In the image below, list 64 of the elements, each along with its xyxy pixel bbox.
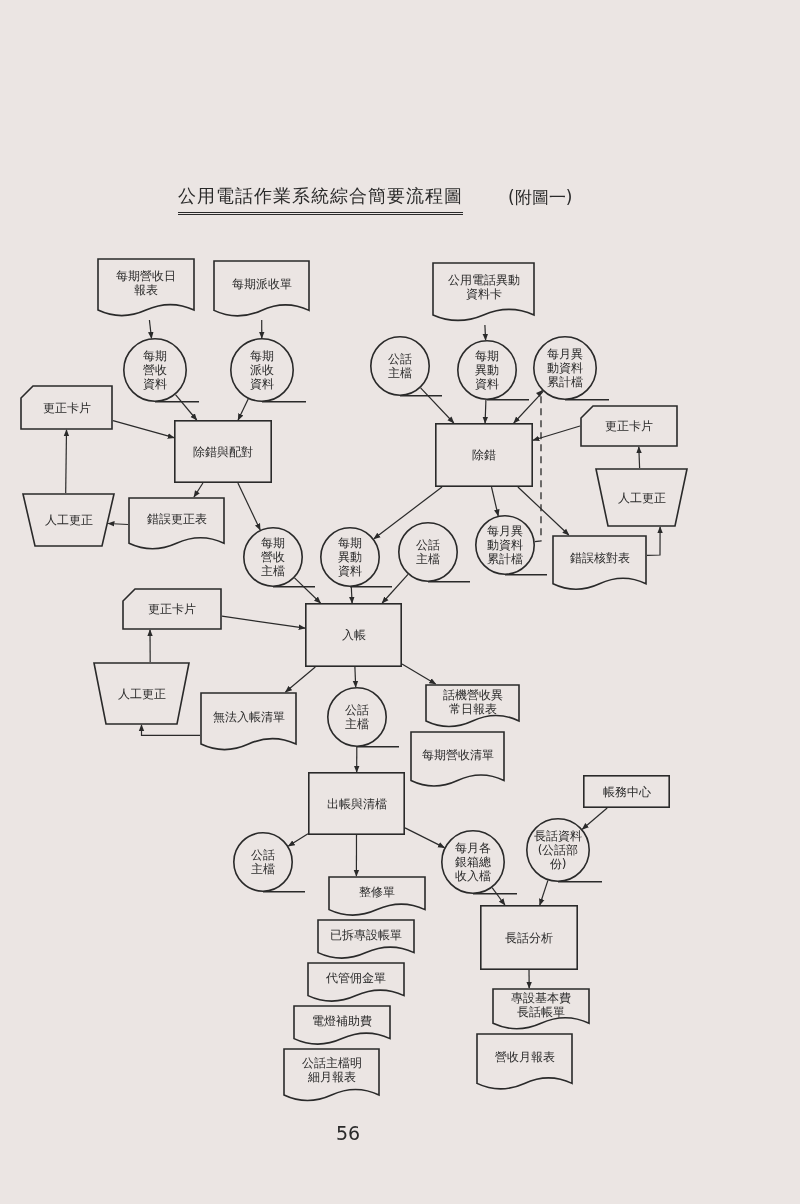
process-box: 除錯 — [435, 423, 533, 487]
page-number: 56 — [336, 1122, 361, 1144]
document-symbol: 電燈補助費 — [293, 1005, 391, 1045]
arrow — [353, 834, 360, 877]
title: 公用電話作業系統綜合簡要流程圖 — [178, 184, 463, 215]
document-symbol: 營收月報表 — [476, 1033, 573, 1093]
dashed-arrow — [534, 389, 544, 543]
arrow — [287, 833, 309, 847]
arrow — [63, 429, 70, 494]
arrow — [193, 482, 204, 498]
document-symbol: 公話主檔明細月報表 — [283, 1048, 380, 1104]
figure-number: (附圖一) — [508, 186, 573, 209]
arrow — [491, 887, 506, 906]
document-symbol: 錯誤更正表 — [128, 497, 225, 552]
manual-operation-symbol: 人工更正 — [595, 468, 688, 527]
arrow — [174, 394, 198, 421]
manual-operation-symbol: 人工更正 — [93, 662, 190, 725]
process-box: 入帳 — [305, 603, 402, 667]
arrow — [532, 425, 581, 442]
punched-card-symbol: 更正卡片 — [580, 405, 678, 447]
arrow — [147, 629, 153, 663]
arrow — [258, 319, 265, 339]
manual-operation-symbol: 人工更正 — [22, 493, 115, 547]
process-box: 帳務中心 — [583, 775, 670, 808]
punched-card-symbol: 更正卡片 — [20, 385, 113, 430]
arrow — [112, 420, 175, 439]
document-symbol: 錯誤核對表 — [552, 535, 647, 593]
arrow — [636, 446, 642, 469]
arrow — [237, 398, 249, 421]
arrow — [373, 486, 443, 540]
arrow — [237, 482, 261, 531]
arrow — [148, 319, 154, 339]
arrow — [513, 390, 544, 424]
arrow — [284, 666, 316, 693]
arrow — [353, 746, 360, 773]
arrow — [107, 521, 129, 527]
process-box: 除錯與配對 — [174, 420, 272, 483]
arrow — [221, 615, 306, 630]
document-symbol: 整修單 — [328, 876, 426, 916]
arrow — [138, 724, 201, 736]
arrow — [526, 969, 532, 989]
arrow — [401, 663, 437, 685]
arrow — [539, 879, 549, 906]
arrow — [517, 486, 570, 536]
document-symbol: 每期營收清單 — [410, 731, 505, 790]
arrow — [293, 577, 322, 604]
punched-card-symbol: 更正卡片 — [122, 588, 222, 630]
document-symbol: 話機營收異常日報表 — [425, 684, 520, 728]
arrow — [581, 807, 608, 830]
document-symbol: 專設基本費長話帳單 — [492, 988, 590, 1030]
arrow — [490, 486, 500, 517]
document-symbol: 已拆專設帳單 — [317, 919, 415, 959]
process-box: 長話分析 — [480, 905, 578, 970]
arrow — [482, 399, 489, 424]
document-symbol: 每期派收單 — [213, 260, 310, 320]
arrow — [352, 666, 359, 688]
arrow — [349, 586, 355, 604]
arrow — [482, 324, 489, 341]
arrow — [381, 573, 409, 604]
arrow — [420, 387, 455, 424]
document-symbol: 代管佣金單 — [307, 962, 405, 1002]
process-box: 出帳與清檔 — [308, 772, 405, 835]
arrow — [646, 526, 663, 556]
arrow — [404, 827, 446, 849]
